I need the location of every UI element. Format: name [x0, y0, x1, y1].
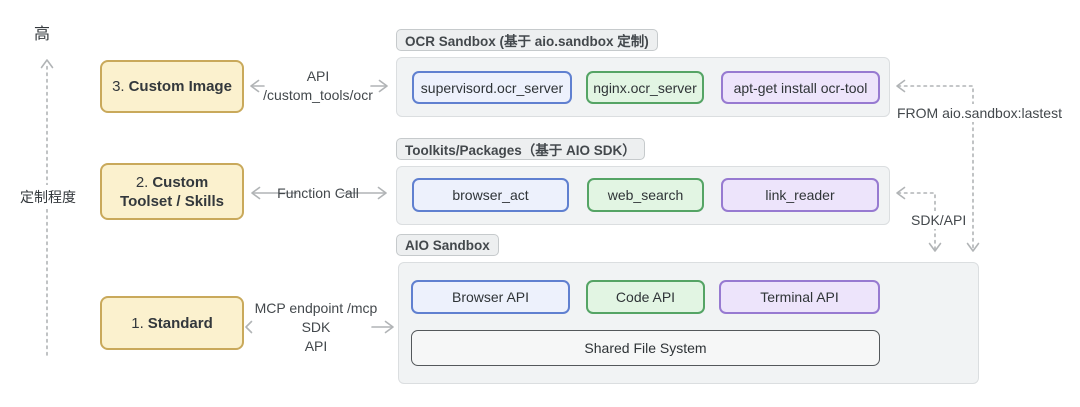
box-shared-file-system: Shared File System [411, 330, 880, 366]
label-from-aio-sandbox-lastest: FROM aio.sandbox:lastest [894, 104, 1065, 122]
connector-label-function-call: Function Call [262, 184, 374, 203]
arrow-function-call-right [339, 186, 387, 200]
arrow-custom-image-right [370, 79, 388, 93]
arrow-function-call-left [251, 186, 298, 200]
level-name: Custom Image [128, 78, 232, 95]
arrow-sdk-api-elbow [896, 186, 942, 252]
level-box-standard: 1.Standard [100, 296, 244, 350]
level-name: Custom Toolset / Skills [120, 173, 224, 210]
panel-ocr-sandbox: supervisord.ocr_server nginx.ocr_server … [396, 57, 890, 117]
connector-line: SDK [301, 319, 331, 335]
customization-axis-arrow [40, 59, 54, 356]
panel-toolkits-packages: browser_act web_search link_reader [396, 166, 890, 225]
box-supervisord-ocr-server: supervisord.ocr_server [412, 71, 572, 104]
connector-label-api-custom-tools: API /custom_tools/ocr [253, 67, 383, 105]
axis-high-label: 高 [34, 26, 51, 43]
connector-line: Function Call [277, 185, 359, 201]
box-terminal-api: Terminal API [719, 280, 880, 314]
connector-line: API [304, 338, 328, 354]
connector-line: MCP endpoint /mcp [254, 300, 378, 316]
box-browser-act: browser_act [412, 178, 569, 212]
level-number: 3. [112, 78, 125, 95]
arrow-from-image-elbow [896, 79, 980, 252]
label-sdk-api: SDK/API [908, 211, 970, 229]
box-code-api: Code API [586, 280, 705, 314]
axis-degree-label: 定制程度 [8, 185, 88, 209]
panel-aio-sandbox: Browser API Code API Terminal API Shared… [398, 262, 979, 384]
box-apt-get-install-ocr-tool: apt-get install ocr-tool [721, 71, 880, 104]
connector-line: API [306, 68, 330, 84]
level-number: 2. [135, 173, 149, 191]
box-browser-api: Browser API [411, 280, 570, 314]
arrow-standard-right [371, 320, 394, 334]
box-link-reader: link_reader [721, 178, 879, 212]
panel-tag-ocr-sandbox: OCR Sandbox (基于 aio.sandbox 定制) [396, 29, 658, 51]
level-box-custom-toolset: 2.Custom Toolset / Skills [100, 163, 244, 220]
box-nginx-ocr-server: nginx.ocr_server [586, 71, 704, 104]
level-box-custom-image: 3.Custom Image [100, 60, 244, 113]
arrow-custom-image-left [250, 79, 265, 93]
level-name: Standard [147, 314, 213, 332]
panel-tag-aio-sandbox: AIO Sandbox [396, 234, 499, 256]
arrow-standard-left [245, 320, 253, 334]
panel-tag-toolkits-packages: Toolkits/Packages（基于 AIO SDK） [396, 138, 645, 160]
connector-line: /custom_tools/ocr [263, 87, 373, 103]
level-number: 1. [131, 314, 144, 332]
box-web-search: web_search [587, 178, 704, 212]
connector-label-mcp-sdk-api: MCP endpoint /mcp SDK API [251, 299, 381, 356]
